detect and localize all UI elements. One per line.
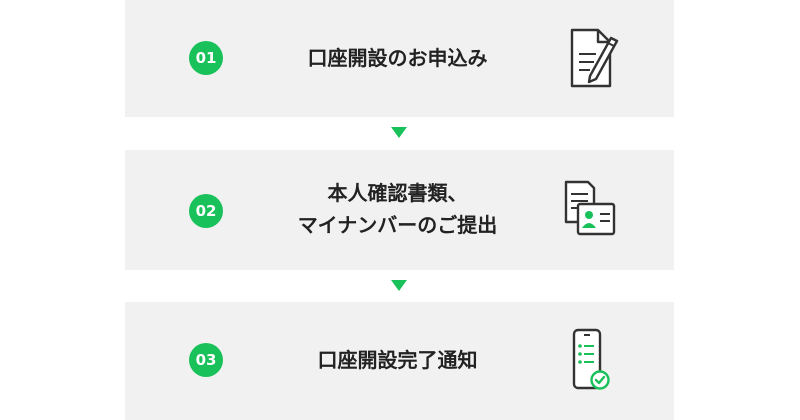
step-card-1: 01 口座開設のお申込み (125, 0, 674, 117)
step-card-3: 03 口座開設完了通知 (125, 302, 674, 420)
step-arrow-down (391, 127, 407, 138)
step-label: 口座開設完了通知 (235, 344, 560, 376)
step-label-line: 口座開設完了通知 (317, 348, 478, 372)
step-label-line: 本人確認書類、 (327, 181, 468, 205)
step-number-badge: 03 (189, 343, 223, 377)
smartphone-checkmark-icon (560, 326, 620, 396)
step-label-line: 口座開設のお申込み (307, 46, 488, 70)
step-arrow-down (391, 280, 407, 291)
step-label: 本人確認書類、 マイナンバーのご提出 (235, 177, 560, 241)
step-number-badge: 01 (189, 41, 223, 75)
id-documents-icon (560, 176, 620, 246)
step-label: 口座開設のお申込み (235, 42, 560, 74)
step-card-2: 02 本人確認書類、 マイナンバーのご提出 (125, 150, 674, 270)
step-number-badge: 02 (189, 194, 223, 228)
step-label-line: マイナンバーのご提出 (297, 213, 498, 237)
application-form-pen-icon (560, 24, 620, 94)
